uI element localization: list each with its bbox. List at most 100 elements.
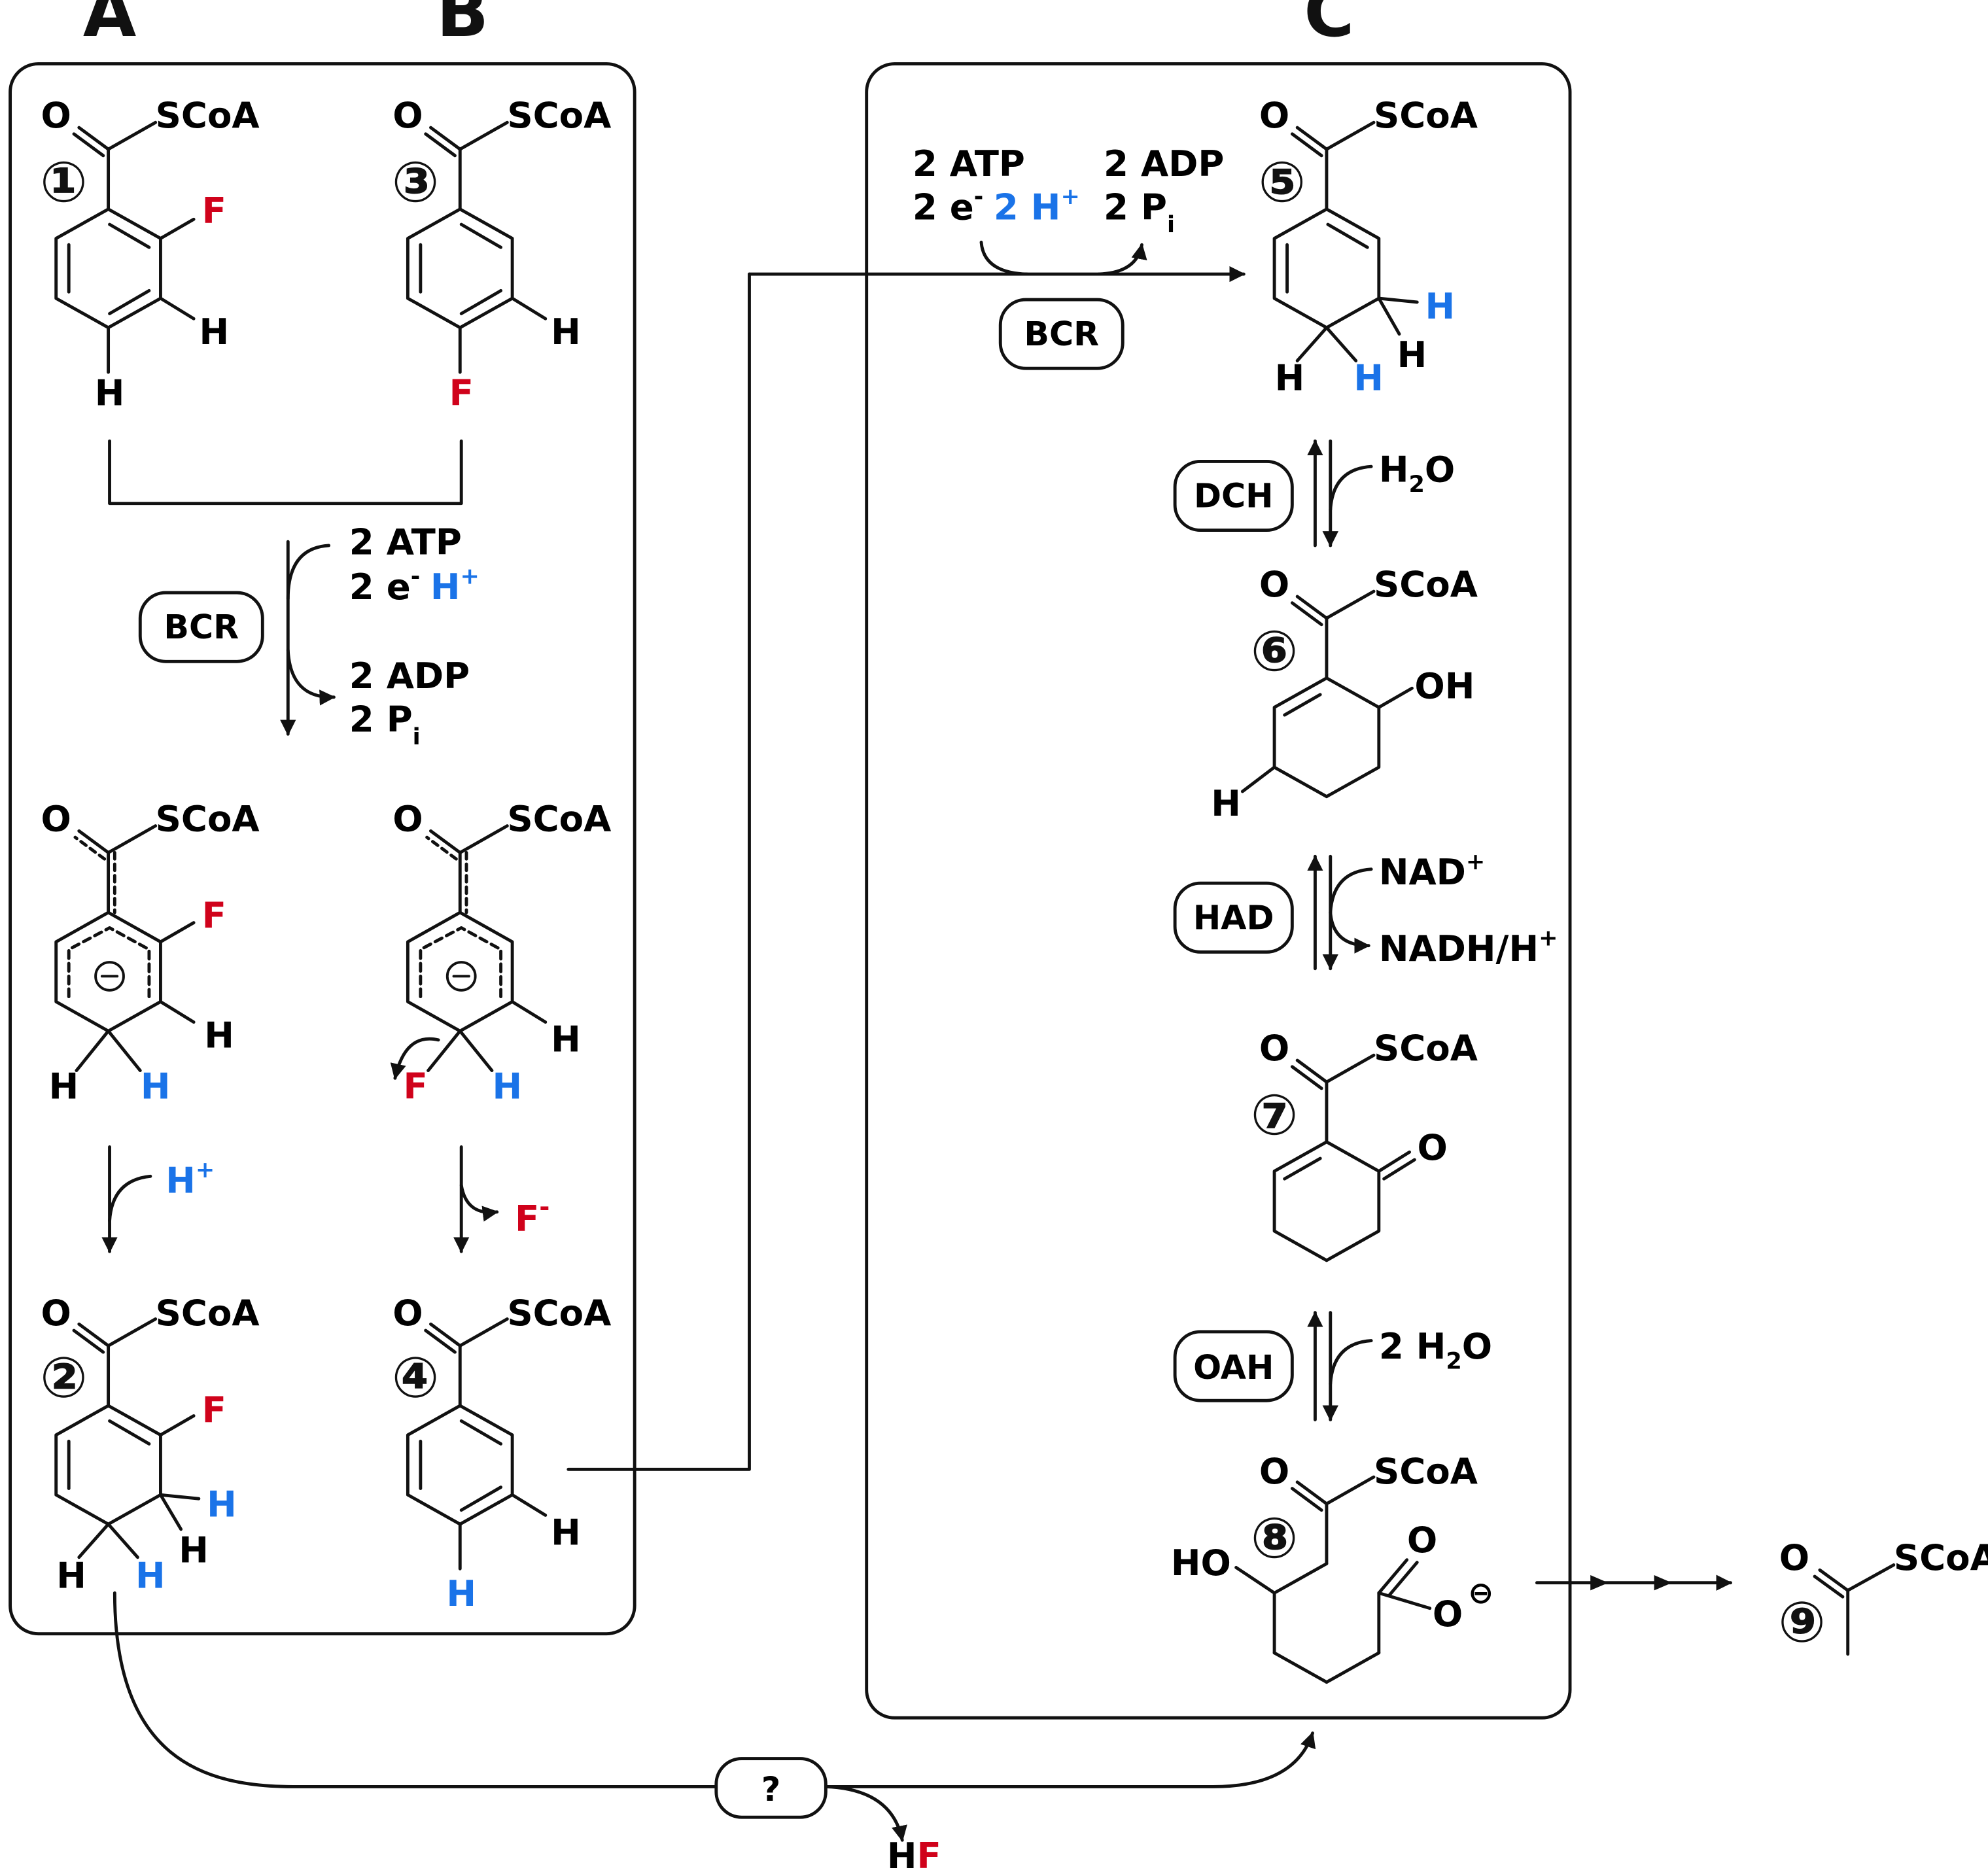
intb-fluorine: F: [403, 1065, 427, 1107]
c4-h-ring: H: [551, 1511, 581, 1553]
compound-1-structure: [54, 120, 196, 374]
adp-output-curve: [286, 648, 336, 706]
intb-h-ring: H: [551, 1018, 581, 1060]
c1-h-ring: H: [199, 311, 229, 353]
unknown-enzyme-box: [714, 1757, 828, 1819]
inta-fluorine: F: [202, 894, 226, 936]
c3-h-ring: H: [551, 311, 581, 353]
enzyme-bcr-ab: BCR: [164, 608, 239, 646]
panel-label-c: C: [1304, 0, 1354, 52]
c7-number: ⑦: [1251, 1083, 1299, 1148]
cof-nadh: NADH/H+: [1379, 925, 1558, 969]
inta-h-added: H: [141, 1065, 171, 1107]
c5-h-added: H: [1353, 356, 1384, 398]
c6-h: H: [1211, 782, 1241, 824]
inta-scoa: SCoA: [156, 797, 260, 839]
enzyme-dch: DCH: [1194, 477, 1274, 515]
dch-enzyme-box: [1173, 459, 1294, 532]
c5-carbonyl-o: O: [1259, 94, 1289, 136]
c2-fluorine: F: [202, 1389, 226, 1431]
cof-adp-ab: 2 ADP: [349, 655, 470, 697]
bcr-enzyme-box-c: [998, 298, 1125, 370]
inta-h-left: H: [49, 1065, 79, 1107]
fluoride-leaving-curve: [390, 1037, 440, 1080]
c2-carbonyl-o: O: [41, 1292, 71, 1334]
benzoyl-coa-connector: [567, 272, 751, 1471]
c5-h-ring: H: [1397, 334, 1427, 375]
c2-h-ring: H: [179, 1529, 209, 1571]
c5-h-added-ring: H: [1425, 285, 1456, 327]
c9-carbonyl-o: O: [1779, 1537, 1809, 1578]
c4-scoa: SCoA: [507, 1292, 611, 1334]
c4-h-added: H: [446, 1572, 476, 1614]
cof-atp-c: 2 ATP: [913, 143, 1025, 184]
compound-7-structure: [1272, 1053, 1416, 1262]
c3-fluorine: F: [449, 372, 474, 414]
panel-label-b: B: [436, 0, 489, 52]
c1-fluorine: F: [202, 190, 226, 232]
cof-h2o-dch: H2O: [1379, 449, 1455, 498]
hf-label: HF: [887, 1835, 941, 1876]
c4-number: ④: [392, 1345, 440, 1410]
c9-scoa: SCoA: [1894, 1537, 1988, 1578]
oah-enzyme-box: [1173, 1330, 1294, 1402]
compound-4-structure: [406, 1317, 548, 1571]
c8-scoa: SCoA: [1374, 1450, 1478, 1492]
c3-number: ③: [392, 150, 440, 215]
c7-keto-o: O: [1417, 1126, 1447, 1168]
intb-scoa: SCoA: [507, 797, 611, 839]
c3-carbonyl-o: O: [392, 94, 423, 136]
c5-h-left: H: [1275, 356, 1305, 398]
unknown-route-curve: [113, 1591, 718, 1788]
panel-c-frame: [865, 62, 1572, 1720]
anion-intermediate-b: [390, 824, 548, 1080]
compound-6-structure: [1240, 589, 1414, 799]
c2-h-left: H: [56, 1555, 86, 1597]
substrate-bracket: [108, 439, 463, 506]
c8-carboxylate-o: O: [1433, 1593, 1463, 1635]
compound-3-structure: [406, 120, 548, 374]
c8-hydroxyl: HO: [1171, 1542, 1231, 1584]
fluoride-label: F-: [515, 1193, 549, 1240]
c5-number: ⑤: [1258, 150, 1306, 215]
cof-2h2o-oah: 2 H2O: [1379, 1325, 1492, 1375]
panel-ab-frame: [9, 62, 637, 1636]
atp-c-input-curve: [979, 240, 1029, 276]
c8-negative-charge: ⊖: [1468, 1576, 1493, 1611]
cof-e-ab: 2 e-H+: [349, 563, 480, 607]
proton-label: H+: [166, 1156, 215, 1201]
cof-pi-c: 2 Pi: [1104, 186, 1175, 237]
c9-number: ⑨: [1778, 1589, 1826, 1655]
compound-9-structure: [1813, 1563, 1896, 1656]
had-enzyme-box: [1173, 881, 1294, 954]
compound-8-structure: [1234, 1475, 1432, 1684]
cof-e-c: 2 e-2 H+: [913, 183, 1080, 228]
c2-scoa: SCoA: [156, 1292, 260, 1334]
enzyme-had: HAD: [1193, 898, 1274, 937]
inta-h-ring: H: [204, 1015, 234, 1056]
c1-h-para: H: [95, 372, 125, 414]
panel-label-a: A: [83, 0, 136, 52]
c2-number: ②: [40, 1345, 88, 1410]
adp-c-output-curve: [1096, 243, 1147, 276]
c1-scoa: SCoA: [156, 94, 260, 136]
cof-adp-c: 2 ADP: [1104, 143, 1224, 184]
c1-number: ①: [40, 150, 88, 215]
enzyme-unknown: ?: [761, 1770, 780, 1809]
c6-number: ⑥: [1251, 619, 1299, 684]
c7-scoa: SCoA: [1374, 1027, 1478, 1069]
c7-carbonyl-o: O: [1259, 1027, 1289, 1069]
c6-carbonyl-o: O: [1259, 563, 1289, 605]
inta-carbonyl-o: O: [41, 797, 71, 839]
c6-scoa: SCoA: [1374, 563, 1478, 605]
intb-h-added: H: [493, 1065, 523, 1107]
cof-pi-ab: 2 Pi: [349, 698, 421, 750]
cof-nad: NAD+: [1379, 848, 1485, 893]
c2-h-added: H: [135, 1555, 166, 1597]
atp-input-curve: [286, 544, 331, 601]
intb-carbonyl-o: O: [392, 797, 423, 839]
c2-h-added-ring: H: [207, 1483, 237, 1525]
c6-hydroxyl: OH: [1414, 665, 1474, 707]
anion-intermediate-a: [54, 824, 196, 1073]
